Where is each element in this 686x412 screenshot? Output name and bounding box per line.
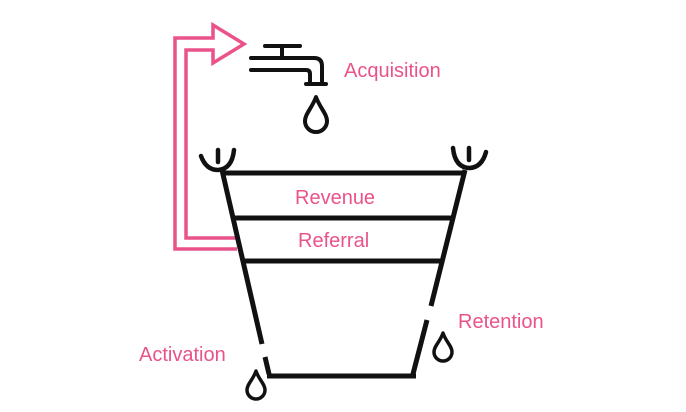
bucket-handle-left xyxy=(198,147,237,173)
water-drop-icon xyxy=(303,95,329,134)
water-drop-icon xyxy=(245,369,267,401)
faucet-icon xyxy=(249,44,328,86)
label-acquisition: Acquisition xyxy=(344,60,441,82)
water-drop-icon xyxy=(432,331,454,363)
feedback-arrow xyxy=(173,21,248,251)
bucket xyxy=(219,169,468,379)
label-referral: Referral xyxy=(298,230,370,252)
label-retention: Retention xyxy=(458,311,544,333)
label-revenue: Revenue xyxy=(295,187,376,209)
label-activation: Activation xyxy=(139,344,226,366)
bucket-handle-right xyxy=(450,145,489,171)
